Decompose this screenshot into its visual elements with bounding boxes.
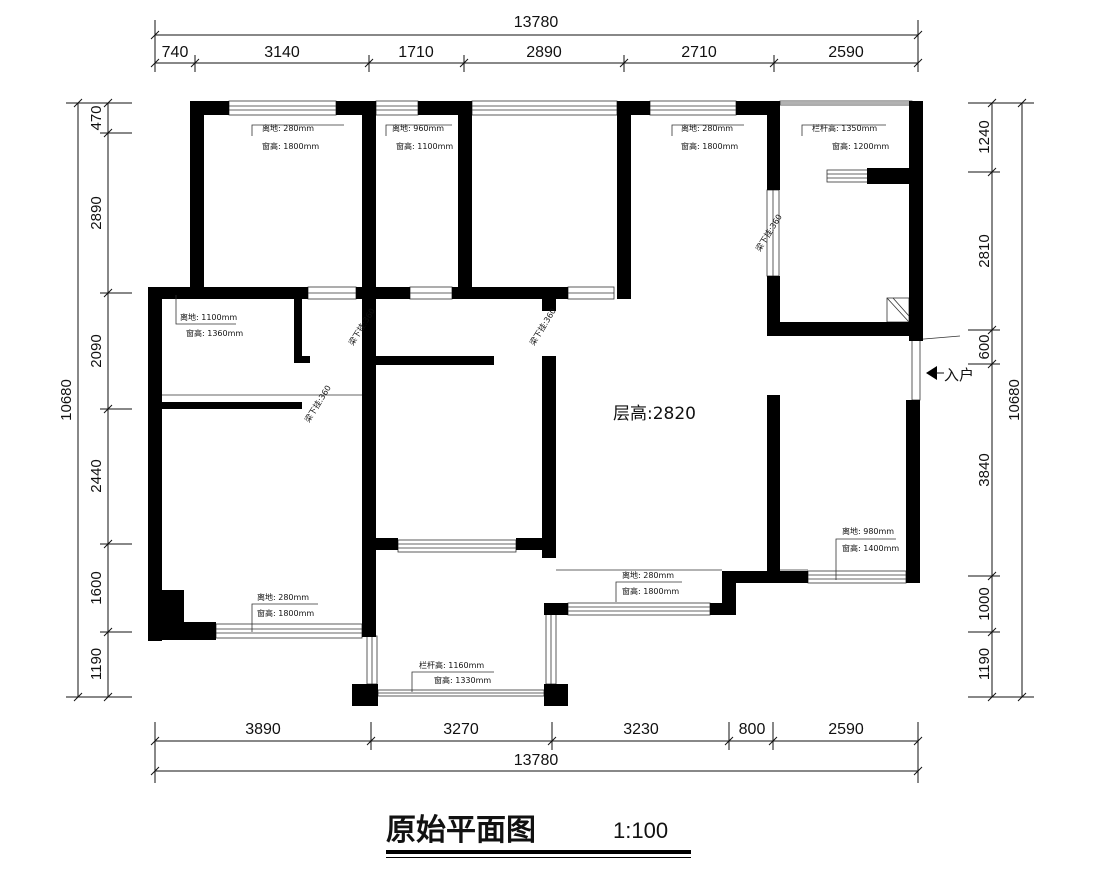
note-9b: 窗高: 1330mm [434,675,491,685]
right-dim-4: 3840 [976,453,993,486]
top-total-dim: 13780 [514,14,559,31]
note-5b: 窗高: 1360mm [186,328,243,338]
bottom-dim-4: 800 [739,721,766,738]
note-2b: 窗高: 1100mm [396,141,453,151]
right-dim-2: 2810 [976,234,993,267]
top-dim-1: 740 [162,44,189,61]
top-dim-3: 1710 [398,44,434,61]
right-dim-6: 1190 [976,648,993,680]
top-dimensions: 13780 740 3140 1710 2890 2710 2590 [150,14,923,72]
note-4b: 窗高: 1200mm [832,141,889,151]
bottom-dim-5: 2590 [828,721,864,738]
leader-lines [175,124,896,692]
note-5a: 离地: 1100mm [180,312,237,322]
right-dimensions: 1240 2810 600 3840 1000 1190 10680 [968,98,1034,702]
drawing-scale: 1:100 [613,818,668,843]
note-3a: 离地: 280mm [681,123,733,133]
walls [148,101,923,706]
left-dim-3: 2090 [88,334,105,367]
floor-height-label: 层高:2820 [613,404,696,424]
note-8a: 离地: 280mm [257,592,309,602]
right-dim-1: 1240 [976,120,993,153]
left-dim-2: 2890 [88,196,105,229]
beam-label-3: 梁下挂:360 [527,306,558,347]
left-dim-5: 1600 [88,571,105,604]
window-notes: 离地: 280mm 窗高: 1800mm 离地: 960mm 窗高: 1100m… [180,123,899,685]
right-total-dim: 10680 [1006,379,1023,421]
note-4a: 栏杆高: 1350mm [812,123,877,133]
right-dim-3: 600 [976,334,993,359]
bottom-dim-1: 3890 [245,721,281,738]
note-9a: 栏杆高: 1160mm [419,660,484,670]
note-7b: 窗高: 1800mm [622,586,679,596]
left-total-dim: 10680 [58,379,75,421]
note-1a: 离地: 280mm [262,123,314,133]
top-dim-5: 2710 [681,44,717,61]
entrance-marker: 入户 [926,366,974,384]
title-underline-thick [386,850,691,854]
note-8b: 窗高: 1800mm [257,608,314,618]
left-dim-4: 2440 [88,459,105,492]
bottom-dim-2: 3270 [443,721,479,738]
drawing-title-text: 原始平面图 [386,813,536,848]
entrance-label: 入户 [944,366,974,384]
bottom-dim-3: 3230 [623,721,659,738]
top-dim-6: 2590 [828,44,864,61]
bottom-total-dim: 13780 [514,752,559,769]
top-dim-2: 3140 [264,44,300,61]
left-dim-6: 1190 [88,648,105,680]
note-1b: 窗高: 1800mm [262,141,319,151]
beam-label-4: 梁下挂:360 [302,383,333,424]
note-6b: 窗高: 1400mm [842,543,899,553]
bottom-dimensions: 3890 3270 3230 800 2590 13780 [150,721,923,783]
right-dim-5: 1000 [976,587,993,620]
left-dim-1: 470 [88,105,105,130]
drawing-title: 原始平面图 1:100 [386,813,691,858]
entrance-arrow-icon [926,366,937,380]
left-dimensions: 10680 470 2890 2090 2440 1600 1190 [58,98,132,702]
note-2a: 离地: 960mm [392,123,444,133]
title-underline-thin [386,857,691,858]
note-3b: 窗高: 1800mm [681,141,738,151]
note-6a: 离地: 980mm [842,526,894,536]
top-dim-4: 2890 [526,44,562,61]
note-7a: 离地: 280mm [622,570,674,580]
